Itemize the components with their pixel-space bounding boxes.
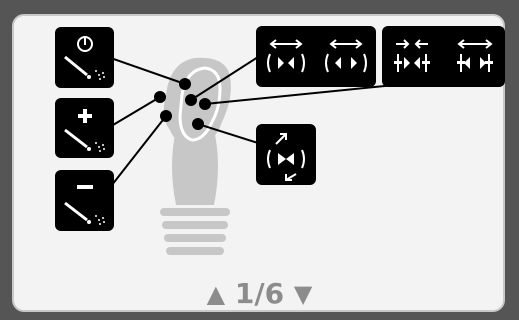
page-indicator: ▲ 1/6 ▼ [0,276,519,311]
nozzle-power-tile [55,27,114,88]
nozzle-power-icon [64,36,105,80]
rotate-arrows-icon [267,133,305,181]
nozzle-minus-icon [64,185,105,225]
next-page-button[interactable]: ▼ [293,280,313,308]
spread-widen-tile [256,26,376,87]
nozzle-minus-tile [55,170,114,231]
rotate-arrows-tile [256,124,316,185]
nozzle-plus-tile [55,98,114,158]
spread-widen-icons [267,39,367,73]
boom-narrow-tile [382,26,505,87]
page-number-label: 1/6 [234,277,285,310]
nozzle-plus-icon [64,109,105,152]
boom-narrow-icons [394,39,493,72]
previous-page-button[interactable]: ▲ [206,280,226,308]
